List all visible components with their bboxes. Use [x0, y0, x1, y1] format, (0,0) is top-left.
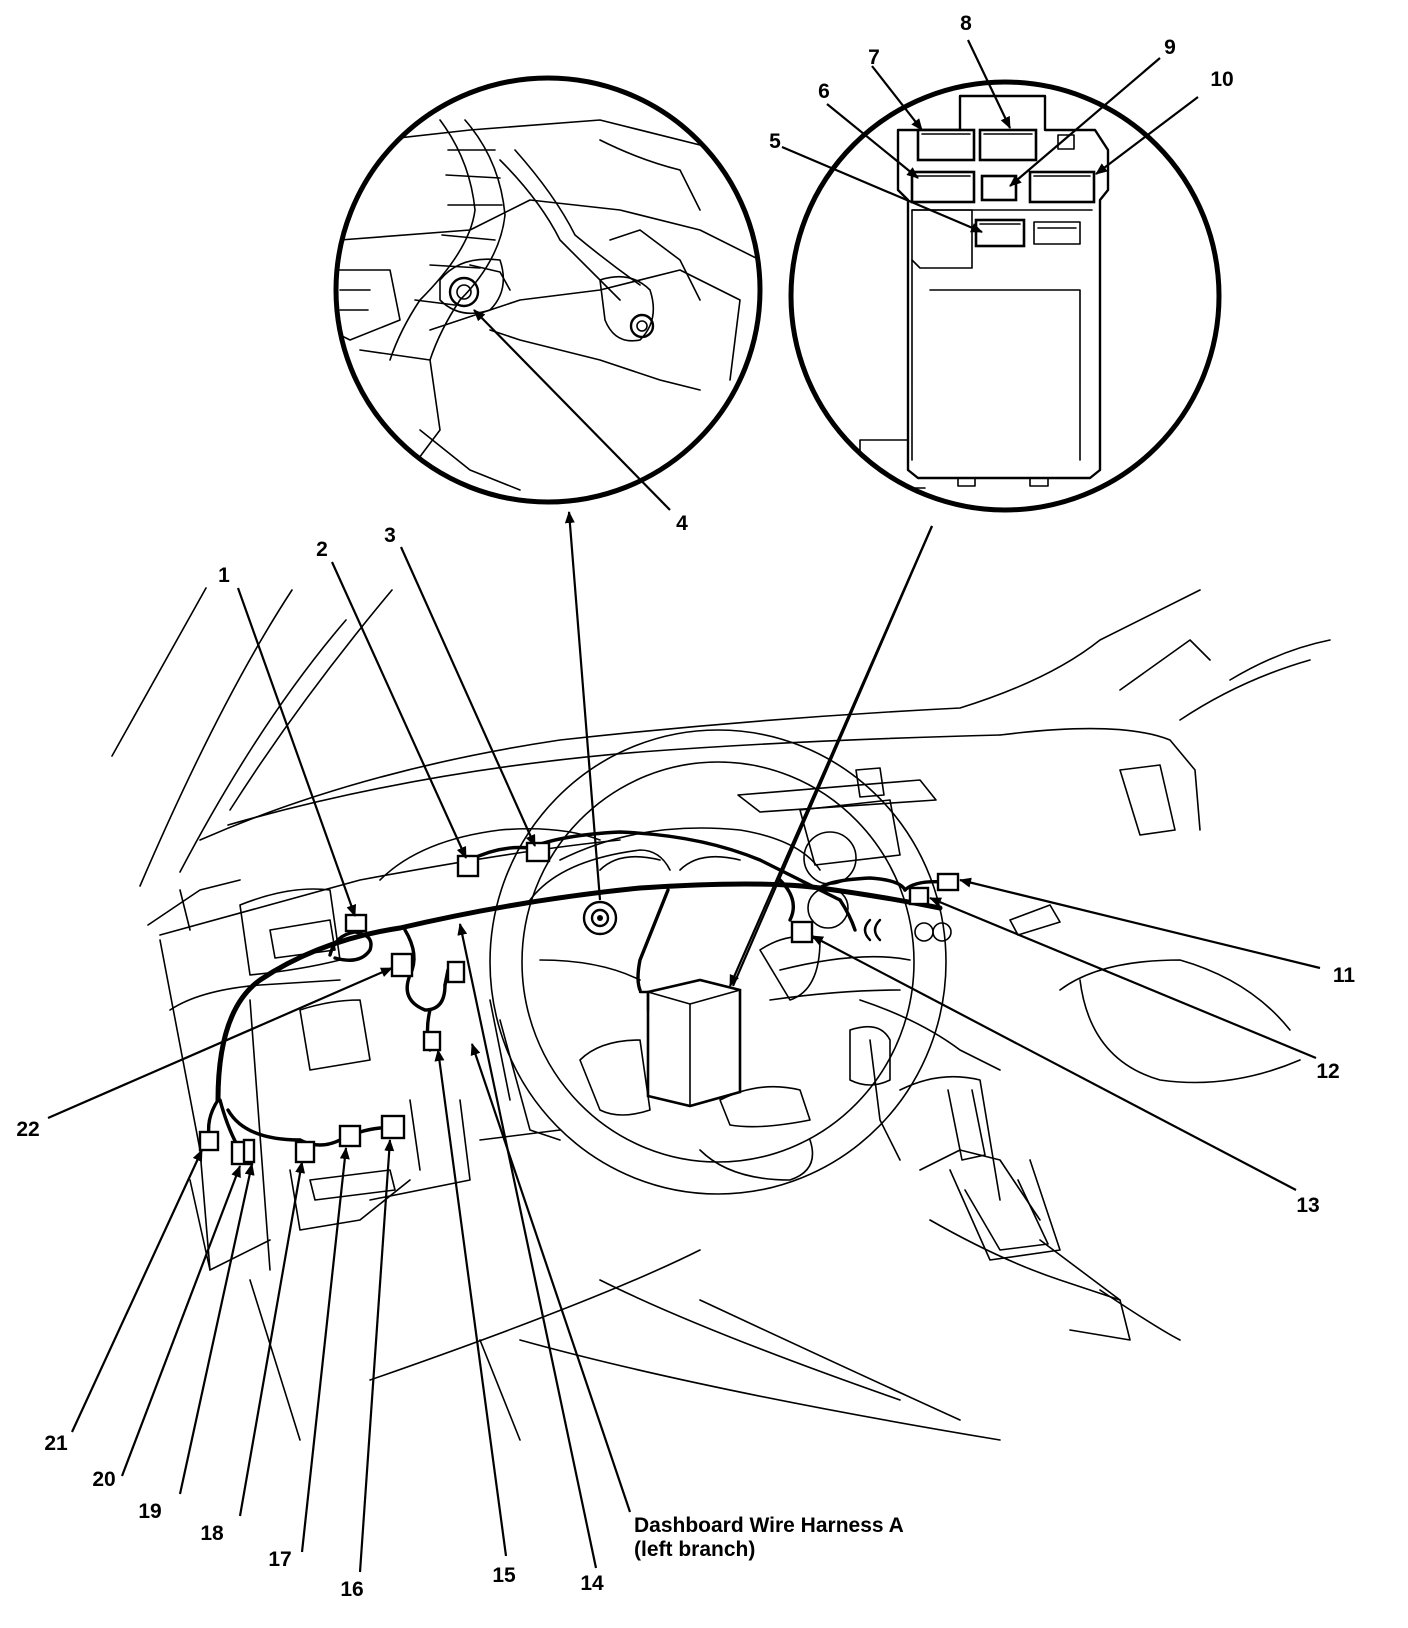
leader-caption	[470, 1043, 632, 1513]
callout-10: 10	[1210, 68, 1233, 91]
leader-18	[238, 1161, 306, 1517]
callout-3: 3	[384, 524, 396, 547]
leader-21	[71, 1149, 203, 1433]
leader-7	[871, 65, 923, 131]
callout-7: 7	[868, 46, 880, 69]
leader-16	[358, 1139, 395, 1573]
leader-15	[434, 1049, 508, 1557]
callout-20: 20	[92, 1468, 115, 1491]
leader-5	[781, 145, 983, 234]
leader-2	[330, 561, 468, 859]
leader-1	[236, 587, 357, 917]
connector-22	[390, 952, 414, 978]
connector-15	[446, 960, 466, 984]
callout-11: 11	[1333, 964, 1356, 987]
leader-13	[811, 935, 1297, 1191]
callout-9: 9	[1164, 36, 1176, 59]
callout-labels: 1 2 3 4 5 6 7 8 9 10 11 12 13 14 15 16 1…	[16, 12, 1355, 1601]
callout-13: 13	[1296, 1194, 1319, 1217]
callout-1: 1	[218, 564, 230, 587]
connector-18	[294, 1140, 316, 1164]
leader-14	[457, 923, 598, 1569]
connector-2	[456, 854, 480, 878]
ground-detail-view	[333, 75, 763, 505]
leader-19	[178, 1163, 255, 1495]
leader-12	[929, 896, 1317, 1060]
caption-line-1: Dashboard Wire Harness A	[634, 1514, 904, 1537]
leader-22	[47, 966, 393, 1120]
ground-bolt-secondary-icon	[599, 275, 655, 342]
connector-12	[908, 886, 930, 906]
connector-19	[242, 1138, 256, 1164]
connector-1	[344, 913, 368, 933]
leader-3	[399, 546, 537, 847]
vehicle-interior-illustration	[111, 587, 1331, 1441]
leader-20	[120, 1165, 242, 1477]
callout-16: 16	[340, 1578, 363, 1601]
callout-8: 8	[960, 12, 972, 35]
connector-3	[525, 841, 551, 863]
leader-4	[473, 309, 671, 511]
callout-5: 5	[769, 130, 781, 153]
callout-18: 18	[200, 1522, 224, 1545]
callout-12: 12	[1316, 1060, 1339, 1083]
connector-11	[936, 872, 960, 892]
arrow-to-ground-detail	[564, 511, 602, 901]
connector-21	[198, 1130, 220, 1152]
callout-14: 14	[580, 1572, 604, 1595]
harness-connectors	[198, 841, 960, 1166]
leader-11	[959, 877, 1321, 970]
callout-2: 2	[316, 538, 328, 561]
caption-line-2: (left branch)	[634, 1538, 755, 1561]
callout-19: 19	[138, 1500, 161, 1523]
fuse-box-sockets	[910, 128, 1096, 248]
leader-9	[1009, 57, 1161, 187]
leader-8	[967, 39, 1011, 129]
connector-16	[380, 1114, 406, 1140]
connector-13	[790, 920, 814, 944]
harness-caption: Dashboard Wire Harness A (left branch)	[634, 1514, 904, 1561]
steering-wheel	[489, 729, 947, 1195]
connector-14	[422, 1030, 442, 1052]
callout-4: 4	[676, 512, 688, 535]
fuse-relay-box	[638, 978, 742, 1108]
callout-22: 22	[16, 1118, 39, 1141]
ground-point-icon	[582, 900, 618, 936]
callout-15: 15	[492, 1564, 516, 1587]
callout-17: 17	[268, 1548, 291, 1571]
leader-10	[1095, 96, 1199, 175]
leader-lines	[47, 39, 1321, 1573]
leader-17	[300, 1147, 350, 1553]
callout-6: 6	[818, 80, 830, 103]
connector-17	[338, 1124, 362, 1148]
leader-6	[826, 103, 919, 179]
ground-bolt-icon	[439, 258, 511, 315]
fuse-box-detail-view	[788, 79, 1222, 513]
callout-21: 21	[44, 1432, 68, 1455]
